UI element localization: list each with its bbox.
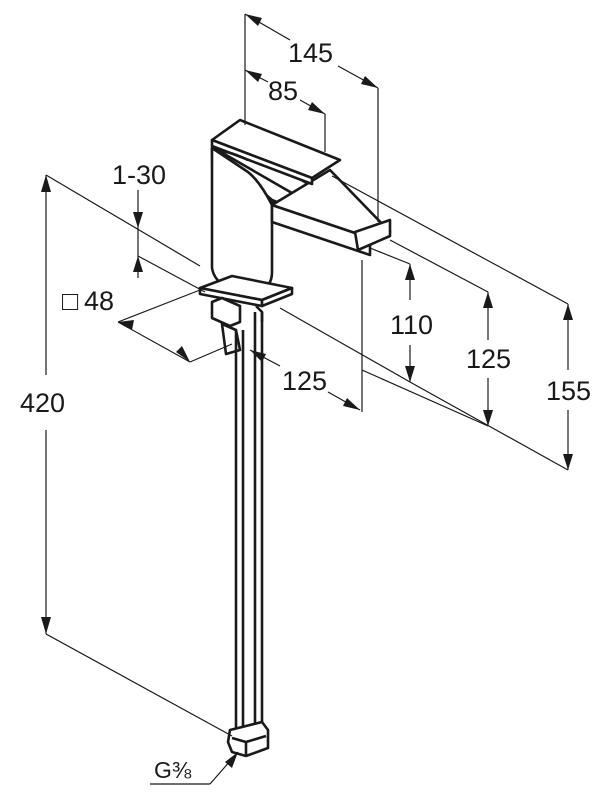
dim-145-label: 145 bbox=[288, 38, 333, 68]
faucet-body bbox=[198, 118, 392, 356]
supply-hose bbox=[234, 312, 264, 728]
thread-label: G bbox=[154, 757, 172, 783]
dimension-1-30: 1-30 bbox=[112, 160, 206, 293]
dim-125-projection-label: 125 bbox=[282, 366, 327, 396]
dim-110-label: 110 bbox=[390, 310, 433, 340]
dim-48-symbol: □ bbox=[62, 286, 79, 316]
thread-callout: G ⅜ bbox=[150, 751, 239, 785]
dim-48-label: 48 bbox=[84, 286, 114, 316]
dim-155-label: 155 bbox=[546, 376, 591, 406]
dimension-155: 155 bbox=[331, 175, 591, 471]
dimension-85: 85 bbox=[244, 69, 326, 152]
dim-420-label: 420 bbox=[20, 388, 65, 418]
dimension-square-48: □ 48 bbox=[62, 286, 233, 363]
dimension-420: 420 bbox=[20, 174, 233, 737]
dim-85-label: 85 bbox=[268, 76, 298, 106]
dimension-110: 110 bbox=[279, 247, 433, 383]
dimension-125-lever: 125 bbox=[361, 239, 511, 427]
dim-125-lever-label: 125 bbox=[466, 344, 511, 374]
thread-fraction: ⅜ bbox=[172, 757, 192, 783]
connection-nut bbox=[226, 720, 270, 758]
dimension-145: 145 bbox=[244, 13, 379, 222]
dimension-125-projection: 125 bbox=[249, 260, 363, 412]
dim-1-30-label: 1-30 bbox=[112, 160, 166, 190]
